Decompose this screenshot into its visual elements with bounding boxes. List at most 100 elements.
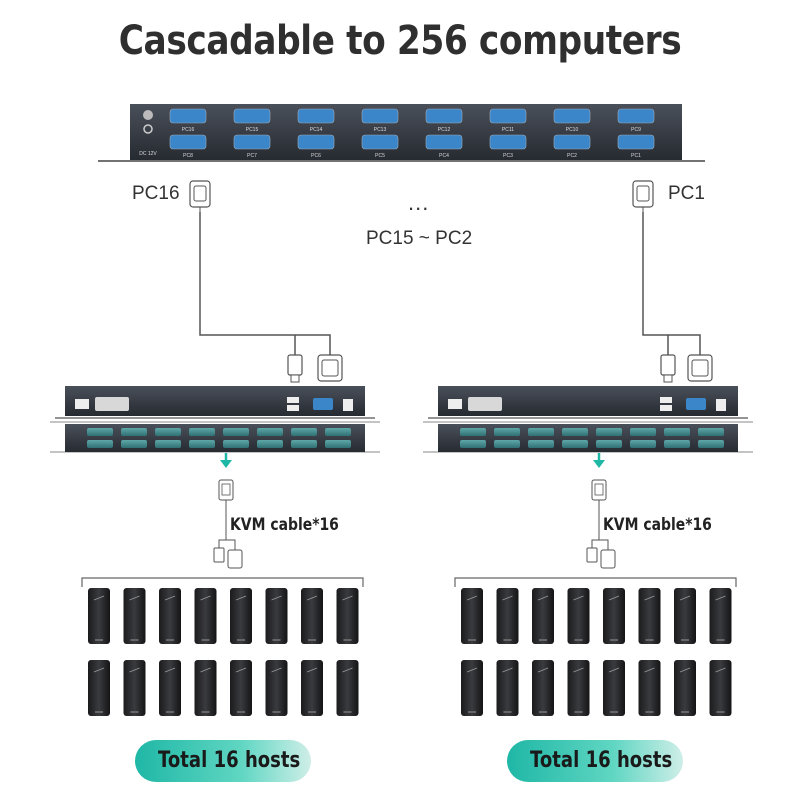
vga-port	[528, 428, 554, 436]
vga-port: PC2	[553, 134, 591, 159]
vga-port: PC15	[233, 108, 271, 133]
vga-port: PC6	[297, 134, 335, 159]
host-computer-icon	[265, 660, 288, 716]
usb-plug-right-icon	[660, 354, 676, 383]
cable-line-right	[642, 212, 701, 355]
host-computer-icon	[603, 588, 625, 644]
hosts-label-left: Total 16 hosts	[158, 748, 301, 773]
host-computer-icon	[496, 660, 519, 716]
usb-plug-left-icon	[287, 354, 303, 383]
port-label: PC8	[183, 153, 193, 159]
dvi-port-icon	[468, 397, 502, 411]
usb-port-icon	[660, 397, 672, 403]
pc-range-label: PC15 ~ PC2	[366, 228, 473, 249]
ground-icon	[143, 110, 153, 120]
power-switch-icon	[716, 399, 726, 411]
host-computer-icon	[230, 660, 252, 716]
port-label: PC12	[438, 127, 451, 133]
vga-port	[664, 440, 690, 448]
vga-port	[460, 428, 486, 436]
vga-port: PC14	[297, 108, 335, 133]
host-computer-icon	[88, 660, 110, 716]
port-label: PC4	[439, 153, 449, 159]
vga-port	[630, 428, 656, 436]
vga-port	[630, 440, 656, 448]
vga-port	[155, 428, 181, 436]
vga-in-port-icon	[686, 398, 706, 410]
vga-port	[121, 440, 147, 448]
pc1-label: PC1	[668, 183, 705, 204]
vga-plug-right-icon	[687, 354, 713, 382]
page-title: Cascadable to 256 computers	[118, 18, 682, 64]
ellipsis-label: ...	[408, 190, 430, 215]
vga-port	[257, 428, 283, 436]
vga-port	[596, 428, 622, 436]
hosts-badge-left	[135, 740, 311, 782]
pc16-label: PC16	[132, 183, 180, 204]
port-label: PC11	[502, 127, 514, 133]
port-label: PC10	[566, 127, 579, 133]
hosts-bracket	[454, 577, 737, 587]
vga-port	[189, 440, 215, 448]
host-computer-icon	[638, 660, 661, 716]
vga-plug-icon	[600, 549, 616, 569]
host-computer-icon	[638, 588, 661, 644]
vga-port	[155, 440, 181, 448]
port-label: PC16	[182, 127, 195, 133]
cascade-group	[50, 386, 380, 716]
vga-port: PC1	[617, 134, 655, 159]
host-computer-icon	[230, 588, 252, 644]
vga-port	[87, 428, 113, 436]
host-computer-icon	[461, 588, 483, 644]
host-computer-icon	[709, 660, 732, 716]
host-computer-icon	[123, 588, 146, 644]
vga-port	[223, 428, 249, 436]
port-label: PC2	[567, 153, 577, 159]
power-jack-icon	[143, 124, 153, 134]
port-label: PC1	[631, 153, 641, 159]
port-label: PC5	[375, 153, 385, 159]
vga-plug-left-icon	[317, 354, 343, 382]
host-computer-icon	[567, 588, 590, 644]
usb-port-icon	[287, 397, 299, 403]
vga-port	[460, 440, 486, 448]
vga-port	[494, 440, 520, 448]
vga-port	[257, 440, 283, 448]
port-label: PC13	[374, 127, 387, 133]
host-computer-icon	[336, 588, 359, 644]
usb-port-icon	[287, 405, 299, 411]
kvm-cable-label-left: KVM cable*16	[230, 515, 339, 535]
vga-connector-left	[189, 180, 211, 212]
host-computer-icon	[532, 588, 554, 644]
port-label: PC15	[246, 127, 259, 133]
vga-port	[562, 428, 588, 436]
host-computer-icon	[567, 660, 590, 716]
port-label: PC3	[503, 153, 513, 159]
vga-port: PC9	[617, 108, 655, 133]
host-computer-icon	[159, 660, 181, 716]
port-label: PC14	[310, 127, 323, 133]
vga-connector-right	[632, 180, 654, 212]
vga-port: PC16	[169, 108, 207, 133]
host-computer-icon	[496, 588, 519, 644]
host-computer-icon	[336, 660, 359, 716]
usb-b-port-icon	[75, 399, 89, 409]
usb-b-port-icon	[448, 399, 462, 409]
host-computer-icon	[301, 660, 323, 716]
host-computer-icon	[709, 588, 732, 644]
vga-port	[325, 428, 351, 436]
vga-port	[596, 440, 622, 448]
vga-port	[698, 440, 724, 448]
host-computer-icon	[265, 588, 288, 644]
port-label: PC6	[311, 153, 321, 159]
hosts-label-right: Total 16 hosts	[530, 748, 673, 773]
usb-plug-icon	[213, 547, 225, 563]
vga-port	[698, 428, 724, 436]
kvm-cable-label-right: KVM cable*16	[603, 515, 712, 535]
vga-connector-icon	[591, 479, 607, 501]
port-label: PC9	[631, 127, 641, 133]
vga-port	[528, 440, 554, 448]
usb-port-icon	[660, 405, 672, 411]
